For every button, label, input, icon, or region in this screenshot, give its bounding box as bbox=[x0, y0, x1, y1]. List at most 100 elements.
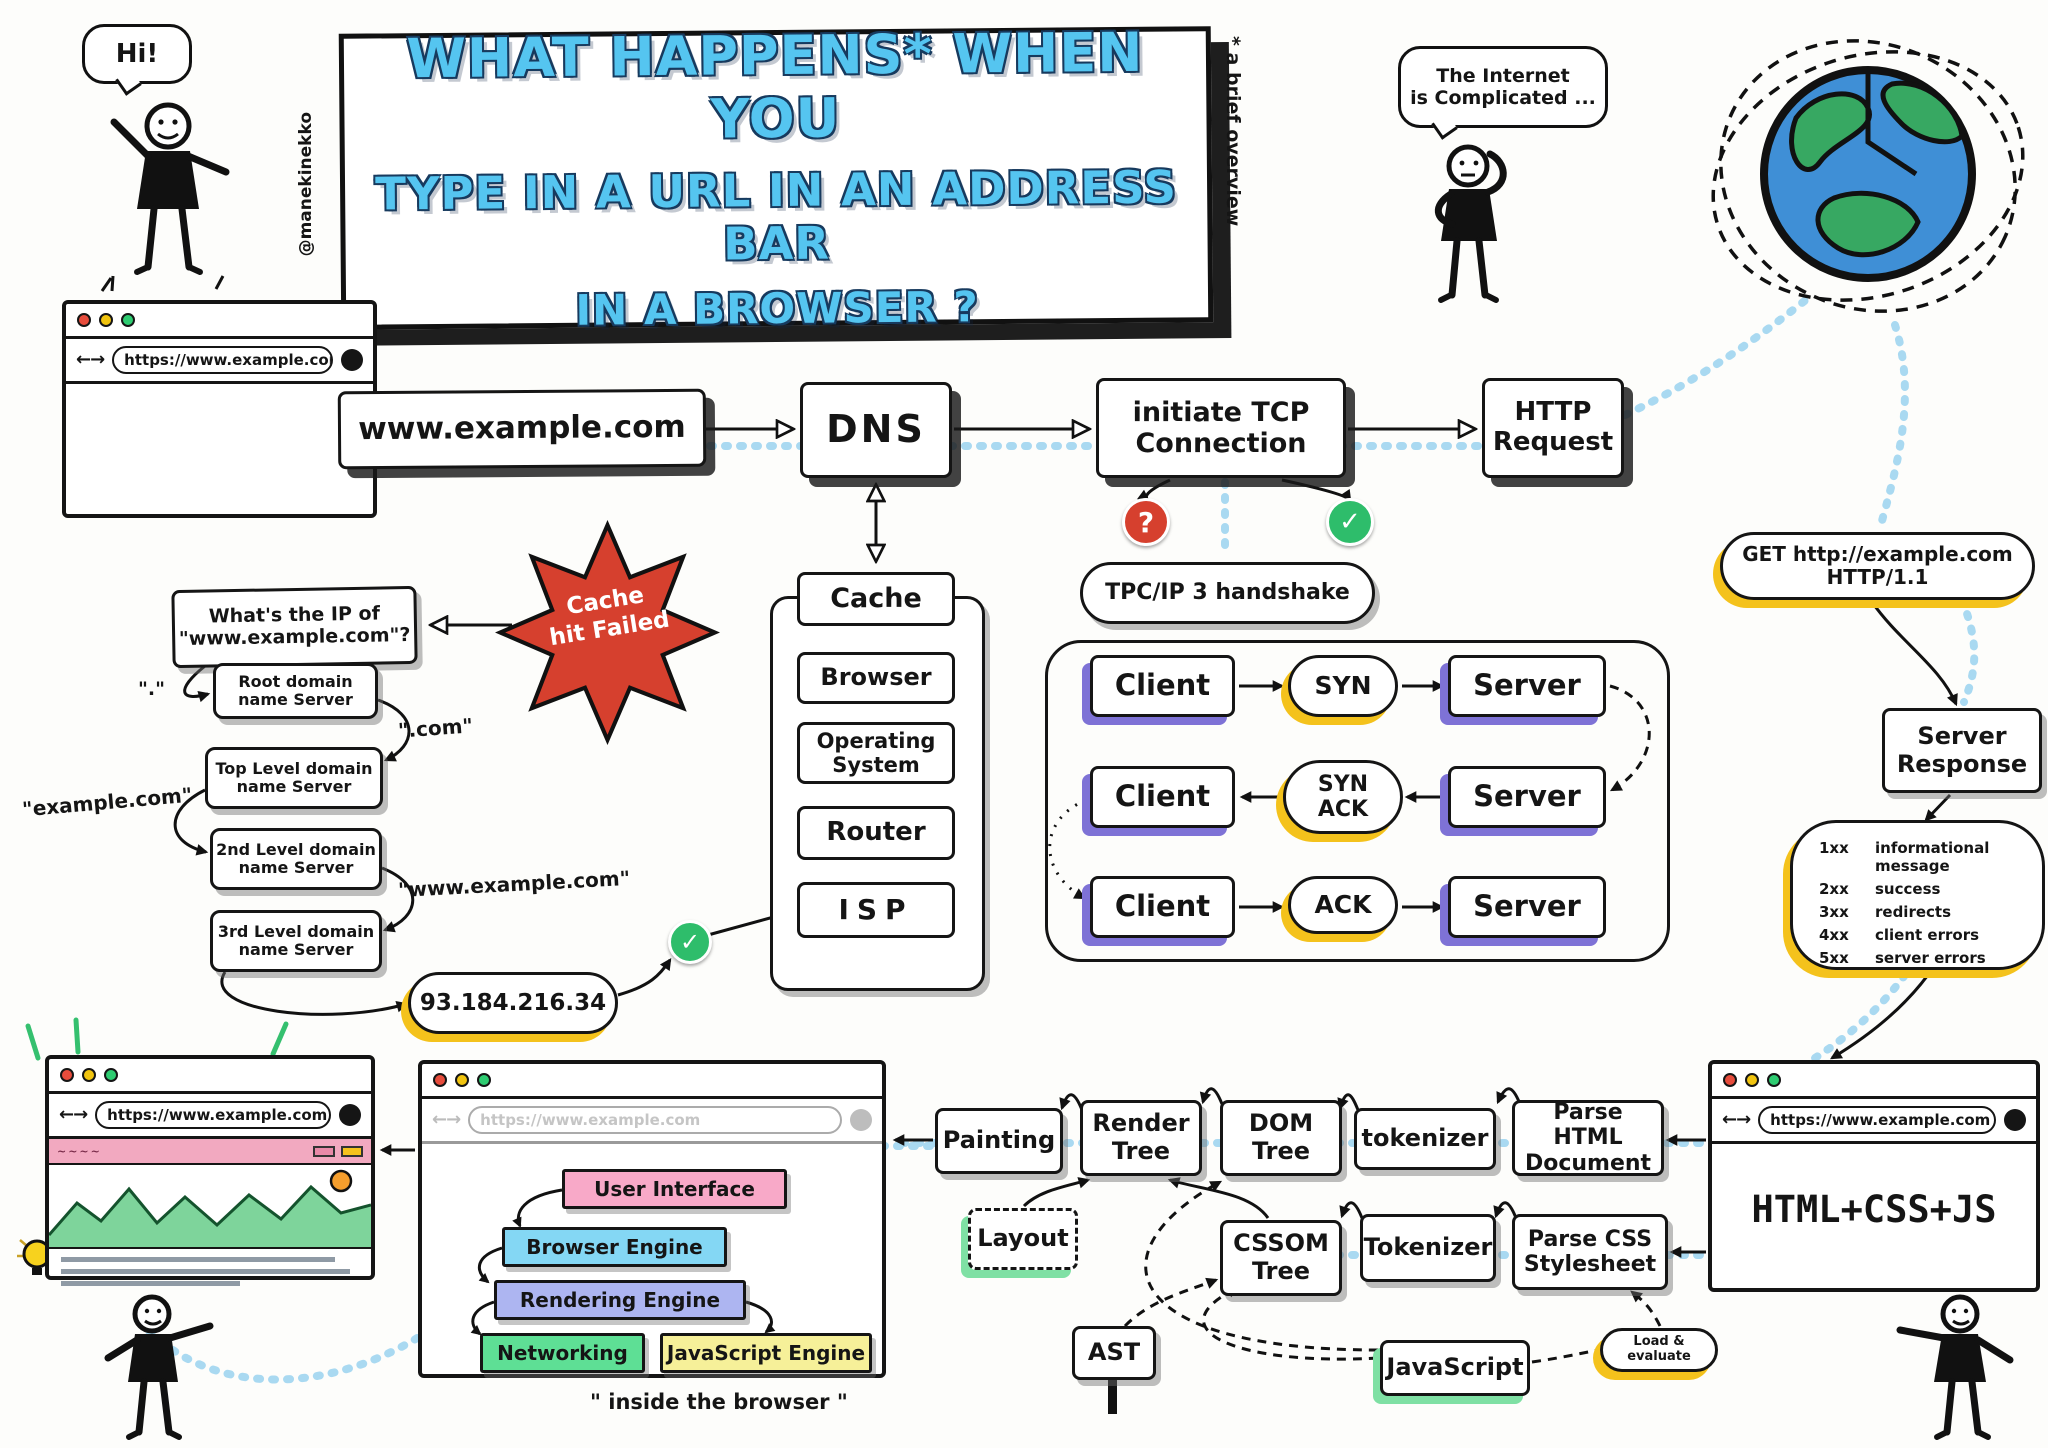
syn-cloud: SYN bbox=[1288, 655, 1398, 717]
window-dot-red-icon bbox=[433, 1073, 447, 1087]
status-row: 3xx redirects bbox=[1819, 903, 2022, 921]
load-evaluate-cloud: Load & evaluate bbox=[1600, 1328, 1718, 1372]
page-chart-area bbox=[47, 1165, 372, 1249]
window-dot-red-icon bbox=[77, 313, 91, 327]
server-box-2: Server bbox=[1448, 766, 1606, 828]
second-level-server-box: 2nd Level domain name Server bbox=[210, 828, 382, 890]
ast-sign: AST bbox=[1072, 1326, 1156, 1380]
window-dot-yellow-icon bbox=[82, 1068, 96, 1082]
ack-cloud: ACK bbox=[1288, 876, 1398, 934]
window-dot-yellow-icon bbox=[1745, 1073, 1759, 1087]
ast-sign-post bbox=[1108, 1378, 1117, 1414]
browser-window-start: ←→ https://www.example.com bbox=[62, 300, 377, 518]
handshake-check-icon: ✓ bbox=[1326, 498, 1374, 546]
status-label: redirects bbox=[1875, 903, 1952, 921]
client-box-3: Client bbox=[1090, 876, 1235, 938]
status-code: 5xx bbox=[1819, 949, 1849, 967]
status-row: 1xx informational message bbox=[1819, 839, 2022, 875]
title-panel: WHAT HAPPENS* WHEN YOU TYPE IN A URL IN … bbox=[338, 20, 1214, 334]
window-dot-yellow-icon bbox=[455, 1073, 469, 1087]
profile-icon bbox=[339, 1104, 361, 1126]
status-label: informational message bbox=[1875, 839, 1990, 875]
stick-figure-confused bbox=[1434, 144, 1507, 303]
browser-internals-window: ←→ https://www.example.com User Interfac… bbox=[418, 1060, 886, 1378]
status-label: server errors bbox=[1875, 949, 1986, 967]
status-label: client errors bbox=[1875, 926, 1980, 944]
profile-icon bbox=[850, 1109, 872, 1131]
status-label: success bbox=[1875, 880, 1941, 898]
nav-chip bbox=[313, 1145, 335, 1157]
window-dot-red-icon bbox=[60, 1068, 74, 1082]
dom-tree-box: DOM Tree bbox=[1220, 1100, 1342, 1176]
internals-caption: " inside the browser " bbox=[590, 1390, 848, 1414]
engine-label: Browser Engine bbox=[526, 1235, 703, 1259]
status-row: 5xx server errors bbox=[1819, 949, 2022, 967]
cache-browser-box: Browser bbox=[797, 652, 955, 704]
dns-box: DNS bbox=[800, 382, 952, 478]
layout-box: Layout bbox=[968, 1208, 1078, 1270]
address-bar: https://www.example.com bbox=[112, 346, 333, 374]
window-dot-green-icon bbox=[121, 313, 135, 327]
server-box-3: Server bbox=[1448, 876, 1606, 938]
handshake-label-cloud: TPC/IP 3 handshake bbox=[1080, 562, 1375, 624]
nav-chip bbox=[341, 1145, 363, 1157]
address-bar: https://www.example.com bbox=[95, 1101, 331, 1129]
status-code: 4xx bbox=[1819, 926, 1849, 944]
cache-router-box: Router bbox=[797, 806, 955, 860]
engine-label: JavaScript Engine bbox=[666, 1341, 866, 1365]
client-box-2: Client bbox=[1090, 766, 1235, 828]
status-codes-cloud: 1xx informational message 2xx success 3x… bbox=[1790, 820, 2045, 970]
window-dot-green-icon bbox=[1767, 1073, 1781, 1087]
url-box: www.example.com bbox=[337, 388, 707, 470]
javascript-engine-box: JavaScript Engine bbox=[660, 1333, 872, 1373]
handshake-container bbox=[1045, 640, 1670, 962]
back-forward-icon: ←→ bbox=[1722, 1109, 1751, 1130]
window-controls bbox=[66, 304, 373, 339]
handshake-question-icon: ? bbox=[1122, 498, 1170, 546]
page-text-lines bbox=[49, 1249, 371, 1294]
status-row: 4xx client errors bbox=[1819, 926, 2022, 944]
status-code: 3xx bbox=[1819, 903, 1849, 921]
cache-fail-label: Cache hit Failed bbox=[547, 582, 672, 651]
client-box-1: Client bbox=[1090, 655, 1235, 717]
user-interface-box: User Interface bbox=[562, 1169, 787, 1209]
tld-server-box: Top Level domain name Server bbox=[205, 747, 383, 809]
rendering-engine-box: Rendering Engine bbox=[494, 1280, 746, 1320]
back-forward-icon: ←→ bbox=[432, 1109, 461, 1130]
javascript-box: JavaScript bbox=[1380, 1340, 1530, 1396]
window-dot-red-icon bbox=[1723, 1073, 1737, 1087]
hi-speech-bubble: Hi! bbox=[82, 24, 192, 84]
root-server-hint: "." bbox=[138, 678, 166, 700]
cssom-tree-box: CSSOM Tree bbox=[1220, 1220, 1342, 1296]
parse-css-box: Parse CSS Stylesheet bbox=[1512, 1214, 1668, 1290]
internet-text: The Internet is Complicated ... bbox=[1410, 65, 1596, 109]
cache-box: Cache bbox=[797, 572, 955, 626]
browser-window-payload: ←→ https://www.example.com HTML+CSS+JS bbox=[1708, 1060, 2040, 1292]
status-row: 2xx success bbox=[1819, 880, 2022, 898]
tcp-box: initiate TCP Connection bbox=[1096, 378, 1346, 478]
parse-html-box: Parse HTML Document bbox=[1512, 1100, 1664, 1176]
root-server-box: Root domain name Server bbox=[213, 663, 378, 719]
back-forward-icon: ←→ bbox=[76, 349, 105, 370]
title-footnote: * a brief overview bbox=[1222, 36, 1244, 227]
status-code: 1xx bbox=[1819, 839, 1849, 857]
painting-box: Painting bbox=[935, 1108, 1063, 1174]
engine-label: Networking bbox=[497, 1341, 628, 1365]
payload-text: HTML+CSS+JS bbox=[1751, 1187, 1997, 1231]
title-line-2: TYPE IN A URL IN AN ADDRESS BAR bbox=[375, 160, 1178, 270]
third-level-hint: "www.example.com" bbox=[397, 865, 631, 903]
third-level-server-box: 3rd Level domain name Server bbox=[210, 910, 382, 972]
stick-figure-waving bbox=[100, 102, 230, 292]
browser-window-rendered: ←→ https://www.example.com ~~~~ bbox=[45, 1055, 375, 1286]
title-line-3: IN A BROWSER ? bbox=[575, 281, 979, 335]
resolved-ip-cloud: 93.184.216.34 bbox=[408, 972, 618, 1034]
page-header-bar: ~~~~ bbox=[49, 1139, 371, 1165]
browser-engine-box: Browser Engine bbox=[502, 1227, 727, 1267]
author-handle: @manekinekko bbox=[296, 112, 316, 257]
second-level-hint: "example.com" bbox=[21, 782, 194, 822]
back-forward-icon: ←→ bbox=[59, 1104, 88, 1125]
stick-figure-pointing-right bbox=[104, 1294, 214, 1440]
html-tokenizer-box: tokenizer bbox=[1354, 1108, 1496, 1170]
networking-box: Networking bbox=[480, 1333, 645, 1373]
